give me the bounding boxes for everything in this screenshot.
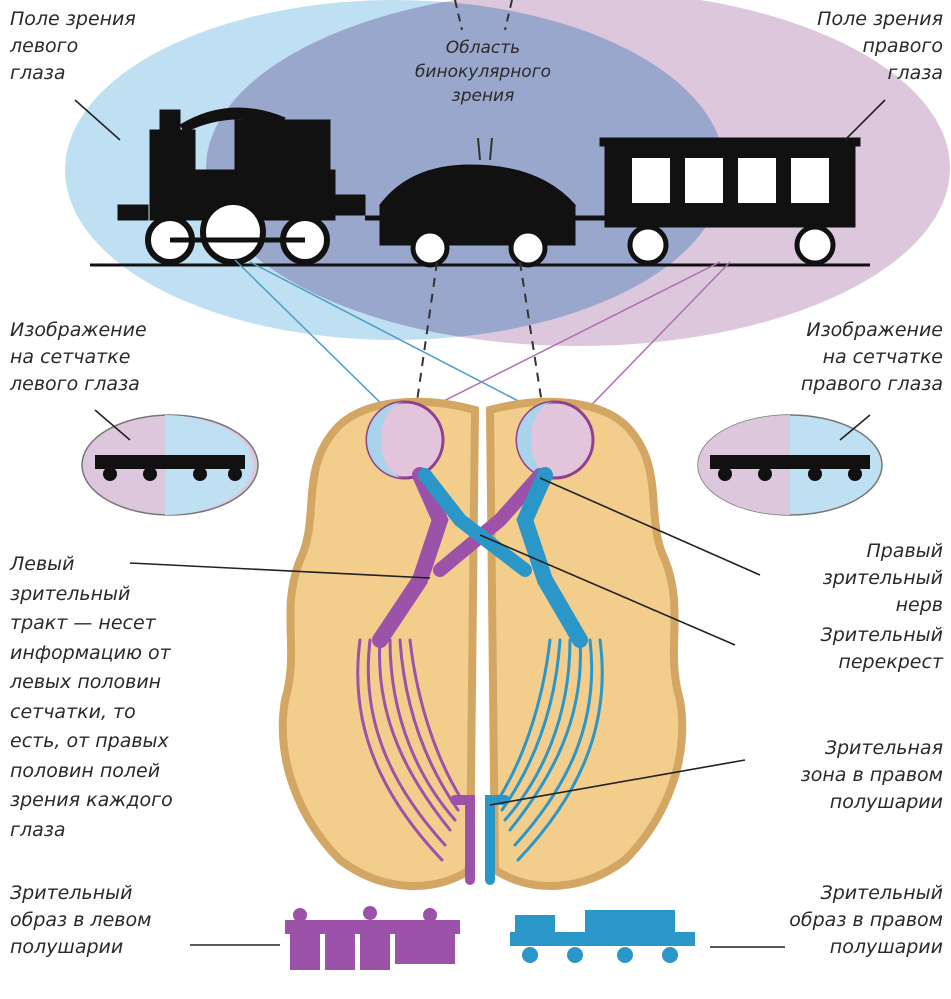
right-optic-nerve-label: Правый зрительный нерв bbox=[823, 538, 943, 619]
optic-chiasm-label: Зрительный перекрест bbox=[821, 622, 943, 676]
left-retina-image-label: Изображение на сетчатке левого глаза bbox=[10, 317, 147, 398]
binocular-zone-label: Область бинокулярного зрения bbox=[378, 36, 588, 108]
right-retina-image-label: Изображение на сетчатке правого глаза bbox=[801, 317, 943, 398]
brain-illustration bbox=[283, 402, 682, 886]
right-visual-zone-label: Зрительная зона в правом полушарии bbox=[801, 735, 943, 816]
left-retina-image bbox=[82, 415, 258, 515]
right-hemisphere-image bbox=[510, 910, 695, 963]
right-eye-field-label: Поле зрения правого глаза bbox=[817, 6, 943, 87]
left-optic-tract-label: Левый зрительный тракт — несет информаци… bbox=[10, 550, 173, 845]
left-eye-field-label: Поле зрения левого глаза bbox=[10, 6, 136, 87]
right-retina-image bbox=[698, 415, 882, 515]
left-hemisphere-image bbox=[285, 906, 460, 970]
left-hemisphere-image-label: Зрительный образ в левом полушарии bbox=[10, 880, 151, 961]
right-hemisphere-image-label: Зрительный образ в правом полушарии bbox=[789, 880, 943, 961]
